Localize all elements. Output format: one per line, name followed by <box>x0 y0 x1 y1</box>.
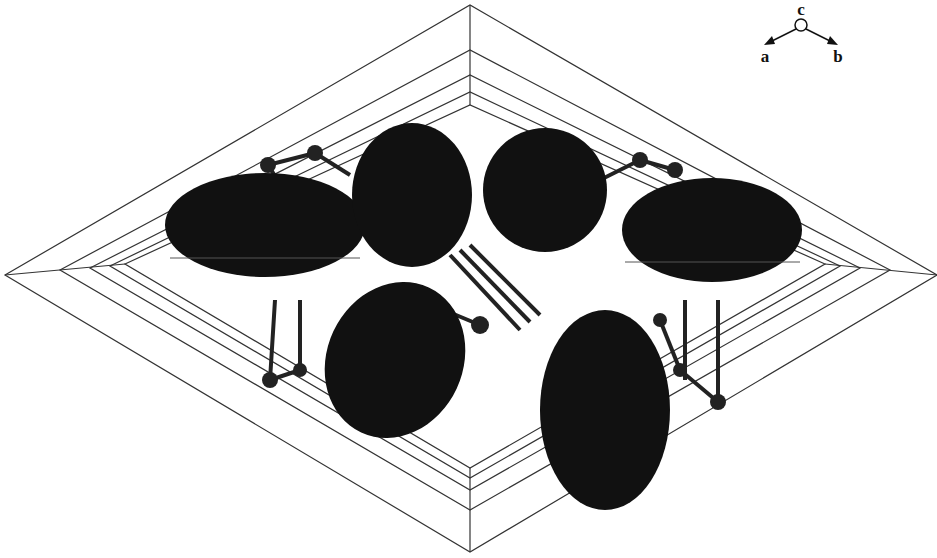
axis-label: b <box>833 48 842 65</box>
axis-indicator <box>770 19 832 42</box>
density-seam <box>170 258 800 262</box>
axis-arrowheads <box>764 36 838 45</box>
atoms <box>260 145 726 410</box>
unit-cell <box>5 5 937 552</box>
axis-label: c <box>797 1 805 18</box>
axis-label: a <box>761 48 770 65</box>
electron-density <box>165 123 802 510</box>
